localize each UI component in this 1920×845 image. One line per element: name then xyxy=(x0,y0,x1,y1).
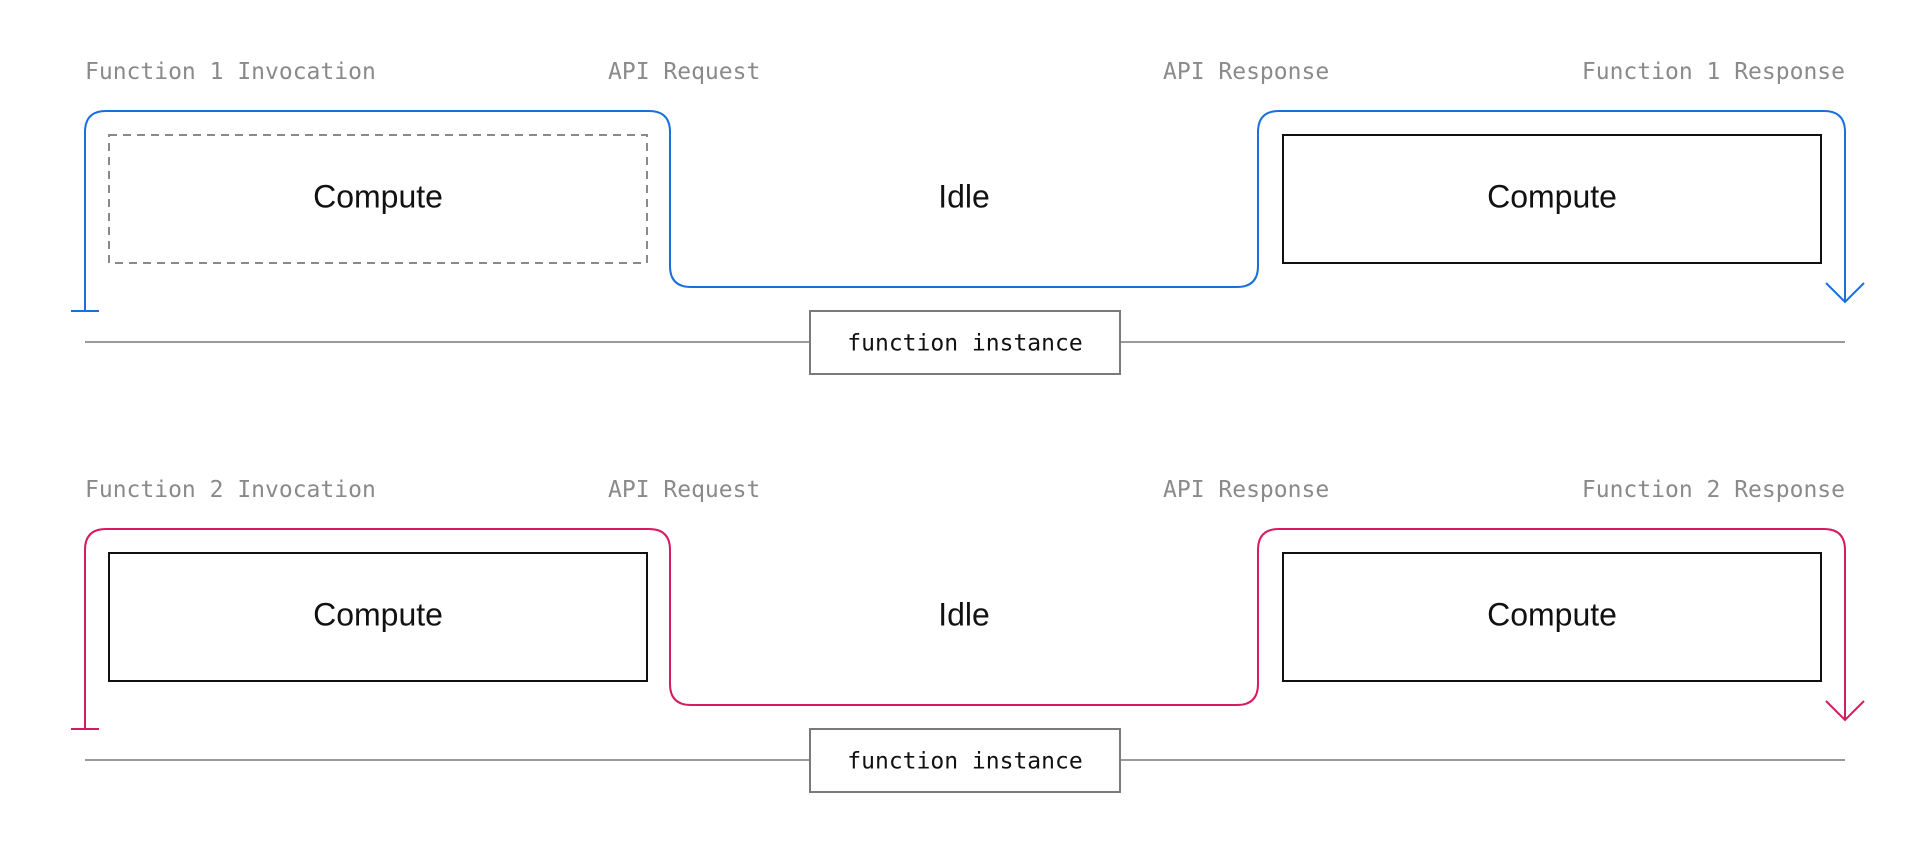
function-instance-box xyxy=(809,310,1121,375)
response-label: Function 2 Response xyxy=(1582,477,1845,503)
compute-box xyxy=(1282,552,1822,682)
compute-right-label: Compute xyxy=(1487,596,1617,632)
arrowhead-down-icon xyxy=(1825,700,1865,722)
api-response-label: API Response xyxy=(1163,477,1329,503)
execution-flow-path xyxy=(84,110,1846,311)
compute-right-label: Compute xyxy=(1487,178,1617,214)
row-2: Function 2 Invocation API Request API Re… xyxy=(71,477,1865,793)
function-instance-label: function instance xyxy=(847,749,1082,775)
compute-left-label: Compute xyxy=(313,178,443,214)
response-label: Function 1 Response xyxy=(1582,59,1845,85)
function-instance-box xyxy=(809,728,1121,793)
api-request-label: API Request xyxy=(608,477,760,503)
compute-box xyxy=(1282,134,1822,264)
compute-box xyxy=(108,552,648,682)
row-1: Function 1 Invocation API Request API Re… xyxy=(71,59,1865,375)
invocation-label: Function 1 Invocation xyxy=(85,59,376,85)
api-request-label: API Request xyxy=(608,59,760,85)
idle-label: Idle xyxy=(938,596,990,632)
api-response-label: API Response xyxy=(1163,59,1329,85)
arrowhead-down-icon xyxy=(1825,282,1865,304)
compute-left-label: Compute xyxy=(313,596,443,632)
invocation-label: Function 2 Invocation xyxy=(85,477,376,503)
compute-box-dashed xyxy=(108,134,648,264)
function-instance-label: function instance xyxy=(847,331,1082,357)
execution-flow-path xyxy=(84,528,1846,729)
idle-label: Idle xyxy=(938,178,990,214)
